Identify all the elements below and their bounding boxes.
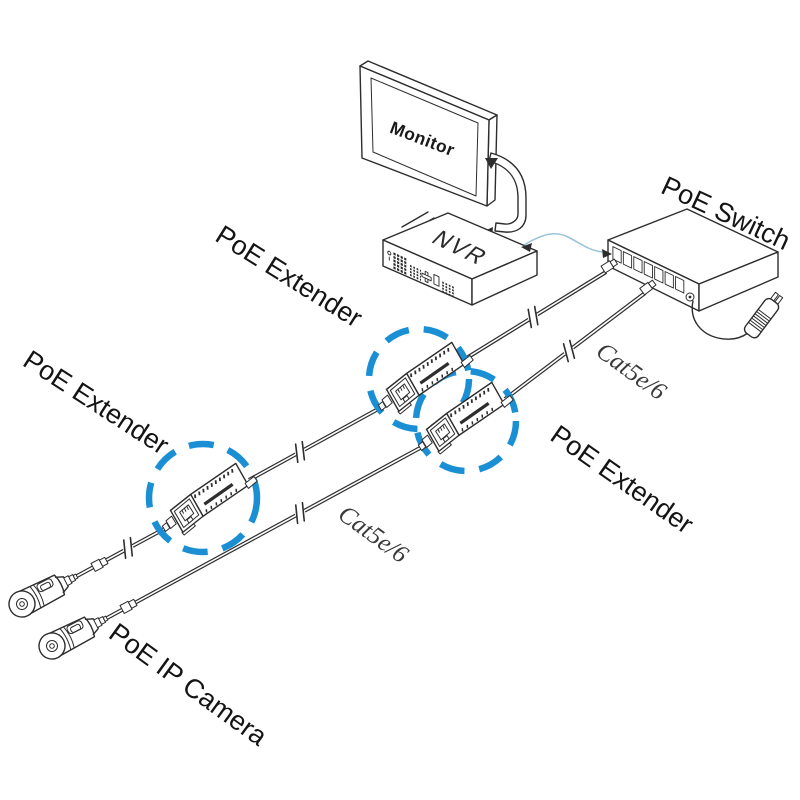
highlight-circle-extender-left [145, 440, 261, 556]
switch-port-4 [643, 261, 653, 279]
bracket-arrow-up [485, 158, 498, 169]
camera2-pigtail-connector [119, 598, 138, 614]
patch-cable-arrow-switch [602, 249, 612, 258]
switch-port-7 [675, 276, 685, 294]
cable-extender-right-to-switch [503, 291, 647, 401]
switch-right-face [698, 251, 779, 312]
label-poe-ip-camera: PoE IP Camera [104, 617, 274, 752]
label-cat5e-lower: Cat5e/6 [333, 500, 413, 569]
highlight-circle-extender-top [365, 325, 473, 433]
nvr-front-panel [387, 250, 456, 299]
break-mark-1 [116, 535, 140, 561]
label-extender-right: PoE Extender [545, 419, 699, 539]
camera1-pigtail-connector [90, 556, 109, 572]
cable-extender-left-to-extender-top [248, 406, 381, 482]
label-cat5e-upper: Cat5e/6 [591, 337, 671, 406]
poe-ip-camera-1-device [3, 556, 109, 623]
nvr-power-led [387, 250, 392, 256]
highlight-circle-extender-right [412, 367, 520, 475]
power-adapter [743, 291, 784, 339]
rj45-plug-b [639, 279, 657, 296]
nvr-dpad-h [421, 272, 432, 282]
power-cord [691, 300, 749, 340]
monitor-bracket [488, 152, 527, 233]
break-mark-4 [288, 500, 312, 526]
poe-switch-device [600, 208, 784, 340]
switch-port-3 [633, 256, 643, 274]
label-extender-top: PoE Extender [210, 220, 367, 334]
switch-port-2 [622, 251, 633, 269]
cable-camera2-to-extender-right [106, 446, 421, 620]
nvr-switch-patch-cable [521, 232, 612, 258]
break-mark-2 [288, 439, 312, 465]
poe-extender-left-device [150, 457, 266, 543]
switch-port-6 [664, 271, 674, 289]
switch-port-row [612, 246, 685, 294]
break-mark-3 [521, 304, 545, 330]
switch-port-5 [654, 266, 664, 284]
nvr-right-face [471, 250, 538, 306]
label-extender-left: PoE Extender [18, 344, 174, 460]
patch-cable-arrow-nvr [521, 243, 532, 252]
switch-port-1 [612, 246, 622, 264]
switch-dc-jack-pin [688, 295, 692, 299]
cable-camera1-to-extender-left [76, 527, 165, 578]
nvr-device: NVR [382, 212, 538, 306]
poe-ip-camera-2-device [33, 598, 138, 665]
rj45-plug-a [600, 258, 618, 274]
monitor-screen [370, 77, 479, 197]
adapter-vents [748, 308, 772, 333]
monitor-device: Monitor [359, 60, 527, 238]
nvr-usb-port [433, 273, 440, 287]
